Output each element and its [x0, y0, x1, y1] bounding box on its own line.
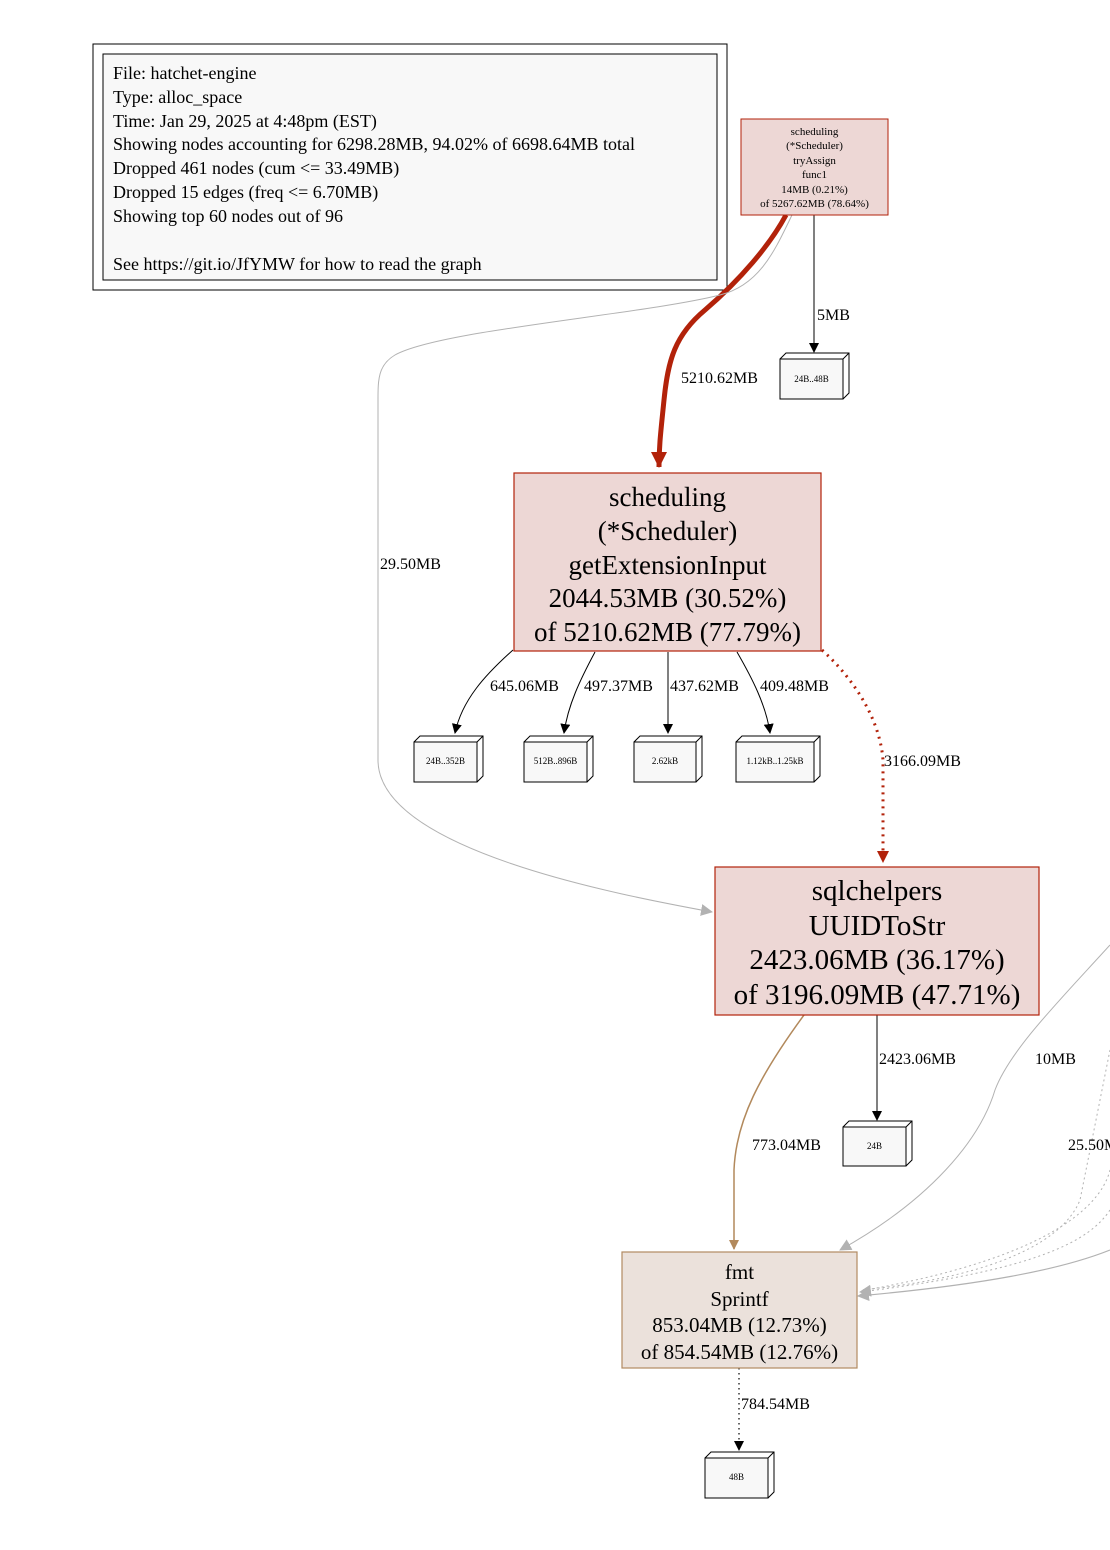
size-box-a: 24B..48B	[779, 352, 850, 400]
edge-uuid-to-sprintf: 773.04MB	[729, 1014, 821, 1250]
legend-line: See https://git.io/JfYMW for how to read…	[113, 254, 482, 274]
edge-uuid-to-f: 2423.06MB	[872, 1015, 956, 1121]
edge-getext-to-c: 497.37MB	[560, 651, 653, 734]
size-box-label: 1.12kB..1.25kB	[746, 756, 803, 766]
node-label-line: 853.04MB (12.73%)	[652, 1313, 826, 1337]
legend-box: File: hatchet-engine Type: alloc_space T…	[92, 43, 728, 291]
size-box-label: 24B	[867, 1141, 882, 1151]
legend-line: Dropped 461 nodes (cum <= 33.49MB)	[113, 158, 399, 179]
edge-label: 5MB	[817, 307, 850, 324]
node-label-line: sqlchelpers	[812, 875, 942, 907]
node-label-line: Sprintf	[710, 1287, 768, 1311]
node-label-line: getExtensionInput	[569, 550, 767, 580]
edge-try-to-getext: 5210.62MB	[651, 213, 789, 468]
node-label-line: fmt	[725, 1260, 754, 1284]
edge-getext-to-d: 437.62MB	[663, 652, 739, 734]
legend-line: Time: Jan 29, 2025 at 4:48pm (EST)	[113, 111, 377, 132]
node-label-line: of 5267.62MB (78.64%)	[760, 198, 869, 210]
node-get-extension-input[interactable]: scheduling (*Scheduler) getExtensionInpu…	[513, 472, 822, 652]
edge-try-to-size: 5MB	[809, 215, 850, 353]
node-try-assign[interactable]: scheduling (*Scheduler) tryAssign func1 …	[740, 118, 889, 216]
edge-label: 10MB	[1035, 1051, 1076, 1068]
size-box-c: 512B..896B	[523, 735, 594, 783]
node-uuid-to-str[interactable]: sqlchelpers UUIDToStr 2423.06MB (36.17%)…	[714, 866, 1040, 1016]
size-box-label: 2.62kB	[652, 756, 678, 766]
edge-try-to-uuid: 29.50MB	[377, 214, 793, 916]
edge-label: 437.62MB	[670, 678, 739, 695]
size-box-label: 24B..352B	[426, 756, 465, 766]
legend-line: Type: alloc_space	[113, 87, 242, 107]
legend-line: Showing top 60 nodes out of 96	[113, 206, 343, 226]
node-label-line: tryAssign	[793, 155, 836, 167]
node-label-line: 2044.53MB (30.52%)	[549, 583, 787, 613]
edge-label: 2423.06MB	[879, 1051, 956, 1068]
node-label-line: of 854.54MB (12.76%)	[641, 1340, 838, 1364]
edge-label: 409.48MB	[760, 678, 829, 695]
node-label-line: UUIDToStr	[809, 910, 946, 942]
edge-label: 5210.62MB	[681, 370, 758, 387]
size-box-label: 512B..896B	[534, 756, 578, 766]
edge-getext-to-e: 409.48MB	[736, 651, 829, 734]
edge-label: 645.06MB	[490, 678, 559, 695]
edge-label: 773.04MB	[752, 1137, 821, 1154]
edge-sprintf-to-g: 784.54MB	[734, 1368, 810, 1451]
size-box-f: 24B	[842, 1120, 913, 1167]
size-box-e: 1.12kB..1.25kB	[735, 735, 821, 783]
node-label-line: 14MB (0.21%)	[781, 184, 848, 196]
size-box-label: 48B	[729, 1472, 744, 1482]
edge-label: 3166.09MB	[884, 753, 961, 770]
edge-offscreen-to-sprintf-2: 25.50MB	[857, 1049, 1110, 1301]
edge-getext-to-uuid: 3166.09MB	[820, 648, 961, 863]
size-box-b: 24B..352B	[413, 735, 484, 783]
size-box-label: 24B..48B	[794, 374, 829, 384]
edge-label: 25.50MB	[1068, 1137, 1110, 1154]
node-label-line: scheduling	[609, 482, 726, 512]
edge-label: 784.54MB	[741, 1396, 810, 1413]
size-box-d: 2.62kB	[633, 735, 703, 783]
size-box-g: 48B	[704, 1451, 775, 1499]
node-label-line: 2423.06MB (36.17%)	[749, 944, 1004, 976]
edge-label: 29.50MB	[380, 556, 441, 573]
node-label-line: func1	[802, 169, 827, 181]
node-label-line: (*Scheduler)	[598, 516, 737, 546]
node-label-line: (*Scheduler)	[786, 140, 843, 152]
node-label-line: of 5210.62MB (77.79%)	[534, 617, 801, 647]
node-label-line: scheduling	[791, 126, 839, 138]
node-label-line: of 3196.09MB (47.71%)	[734, 979, 1021, 1011]
legend-line: Showing nodes accounting for 6298.28MB, …	[113, 134, 635, 154]
legend-line: Dropped 15 edges (freq <= 6.70MB)	[113, 182, 378, 203]
legend-line: File: hatchet-engine	[113, 63, 256, 83]
edge-offscreen-to-sprintf-1: 10MB	[839, 944, 1110, 1251]
node-sprintf[interactable]: fmt Sprintf 853.04MB (12.73%) of 854.54M…	[621, 1251, 858, 1369]
edge-label: 497.37MB	[584, 678, 653, 695]
edge-getext-to-b: 645.06MB	[451, 649, 559, 734]
